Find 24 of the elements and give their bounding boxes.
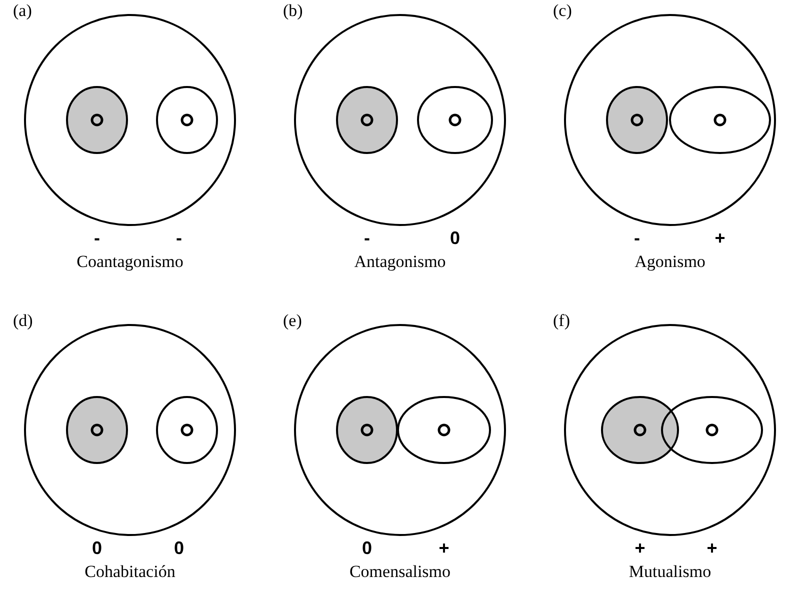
effect-sign: - bbox=[634, 228, 640, 249]
effect-sign: + bbox=[706, 538, 718, 559]
interaction-name: Cohabitación bbox=[84, 562, 176, 582]
effect-sign: 0 bbox=[362, 538, 372, 559]
interaction-name: Agonismo bbox=[634, 252, 706, 272]
effect-sign: - bbox=[364, 228, 370, 249]
interaction-name: Mutualismo bbox=[628, 562, 712, 582]
interaction-name: Comensalismo bbox=[349, 562, 451, 582]
panel-label: (d) bbox=[13, 311, 33, 331]
effect-sign: + bbox=[634, 538, 646, 559]
panel-label: (e) bbox=[283, 311, 302, 331]
panel-label: (b) bbox=[283, 1, 303, 21]
effect-sign: 0 bbox=[174, 538, 184, 559]
effect-sign: 0 bbox=[450, 228, 460, 249]
interaction-name: Coantagonismo bbox=[76, 252, 184, 272]
panel-label: (a) bbox=[13, 1, 32, 21]
panel-label: (c) bbox=[553, 1, 572, 21]
panel-label: (f) bbox=[553, 311, 570, 331]
effect-sign: - bbox=[94, 228, 100, 249]
interaction-name: Antagonismo bbox=[354, 252, 446, 272]
effect-sign: - bbox=[176, 228, 182, 249]
effect-sign: + bbox=[438, 538, 450, 559]
effect-sign: 0 bbox=[92, 538, 102, 559]
effect-sign: + bbox=[714, 228, 726, 249]
